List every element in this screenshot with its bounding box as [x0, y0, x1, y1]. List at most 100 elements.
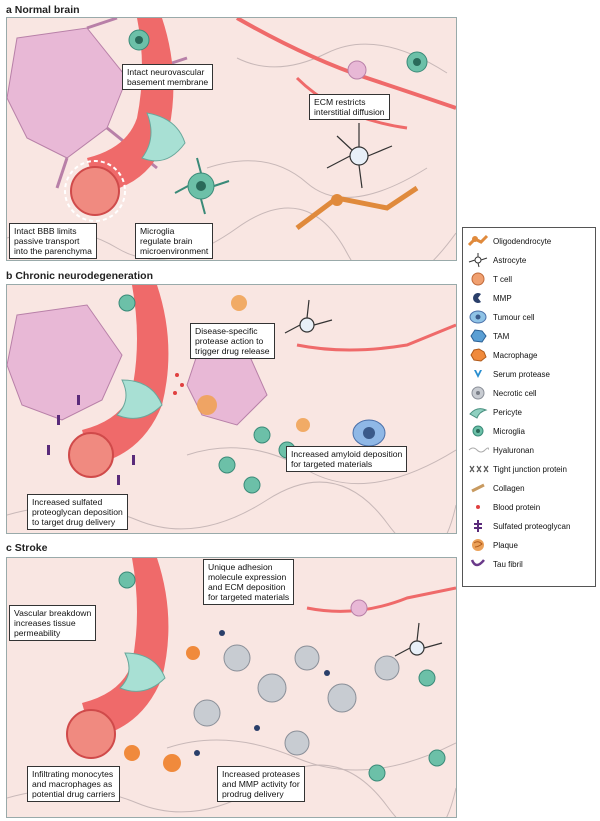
- mmp-1: [219, 630, 225, 636]
- plaque-3: [296, 418, 310, 432]
- tight-junction-icon: [469, 465, 489, 473]
- collagen-icon: [471, 483, 485, 493]
- macrophage-1: [124, 745, 140, 761]
- callout-intact-bbb: Intact BBB limits passive transport into…: [9, 223, 97, 259]
- blood-vessel: [82, 285, 169, 465]
- blood-protein-3: [173, 391, 177, 395]
- panel-b-title: b Chronic neurodegeneration: [6, 270, 154, 282]
- microglia-cell-2: [128, 29, 150, 51]
- legend-item-tight-junction: Tight junction protein: [467, 460, 567, 478]
- macrophage-2: [163, 754, 181, 772]
- plaque-2: [231, 295, 247, 311]
- callout-basement-membrane: Intact neurovascular basement membrane: [122, 64, 214, 90]
- pericyte-shape: [141, 112, 186, 162]
- callout-amyloid-deposition: Increased amyloid deposition for targete…: [286, 446, 408, 472]
- legend-item-tumour-cell: Tumour cell: [467, 308, 535, 326]
- microglia-b-6: [243, 476, 261, 494]
- panel-chronic-neurodegeneration: Disease-specific protease action to trig…: [6, 284, 457, 534]
- microglia-c-2: [418, 669, 436, 687]
- macrophage-icon: [470, 348, 487, 362]
- legend-item-oligodendrocyte: Oligodendrocyte: [467, 232, 551, 250]
- legend-box: Oligodendrocyte Astrocyte T cell MMP Tum…: [462, 227, 596, 587]
- mmp-4: [194, 750, 200, 756]
- callout-microglia-regulate: Microglia regulate brain microenvironmen…: [135, 223, 214, 259]
- legend-item-collagen: Collagen: [467, 479, 525, 497]
- panel-stroke: Unique adhesion molecule expression and …: [6, 557, 457, 818]
- callout-infiltrating-monocytes: Infiltrating monocytes and macrophages a…: [27, 766, 121, 802]
- legend-item-astrocyte: Astrocyte: [467, 251, 526, 269]
- small-neuron: [350, 599, 368, 617]
- necrotic-cell-3: [193, 699, 221, 727]
- proteoglycan-5: [47, 445, 50, 455]
- blood-protein-1: [175, 373, 179, 377]
- microglia-c-3: [368, 764, 386, 782]
- necrotic-cell-7: [374, 655, 400, 681]
- microglia-b-1: [118, 294, 136, 312]
- microglia-c-1: [118, 571, 136, 589]
- microglia-cell: [174, 157, 230, 215]
- proteoglycan-4: [117, 475, 120, 485]
- legend-item-sulfated-proteoglycan: Sulfated proteoglycan: [467, 517, 570, 535]
- panel-c-title: c Stroke: [6, 542, 48, 554]
- callout-sulfated-proteoglycan: Increased sulfated proteoglycan depositi…: [27, 494, 128, 530]
- callout-protease-action: Disease-specific protease action to trig…: [190, 323, 275, 359]
- callout-vascular-breakdown: Vascular breakdown increases tissue perm…: [9, 605, 97, 641]
- plaque-1: [197, 395, 217, 415]
- tau-fibril-icon: [470, 559, 485, 567]
- microglia-icon: [472, 425, 484, 437]
- callout-increased-proteases: Increased proteases and MMP activity for…: [217, 766, 305, 802]
- pericyte-icon: [469, 408, 488, 419]
- microglia-c-4: [428, 749, 446, 767]
- callout-ecm-diffusion: ECM restricts interstitial diffusion: [309, 94, 390, 120]
- proteoglycan-2: [77, 395, 80, 405]
- necrotic-cell-2: [257, 673, 287, 703]
- vessel-cross-section: [68, 432, 114, 478]
- vessel-cross-section: [70, 166, 120, 216]
- serum-protease-icon: [474, 370, 482, 378]
- panel-normal-brain: Intact neurovascular basement membrane E…: [6, 17, 457, 261]
- blood-protein-icon: [476, 505, 480, 509]
- legend-item-necrotic-cell: Necrotic cell: [467, 384, 537, 402]
- small-neuron: [347, 60, 367, 80]
- legend-item-blood-protein: Blood protein: [467, 498, 540, 516]
- mmp-2: [254, 725, 260, 731]
- tumour-cell-icon: [469, 310, 487, 324]
- neuron-cell: [7, 27, 128, 159]
- necrotic-cell-6: [284, 730, 310, 756]
- proteoglycan-1: [57, 415, 60, 425]
- microglia-cell-3: [406, 51, 428, 73]
- necrotic-cell-1: [223, 644, 251, 672]
- hyaluronan-icon: [468, 447, 489, 453]
- legend-item-tau-fibril: Tau fibril: [467, 555, 523, 573]
- neuron-cell: [7, 304, 123, 421]
- macrophage-3: [186, 646, 200, 660]
- astrocyte-cell: [284, 299, 333, 334]
- mmp-icon: [473, 293, 481, 303]
- legend-item-pericyte: Pericyte: [467, 403, 522, 421]
- tumour-like-cell: [352, 419, 386, 447]
- t-cell-icon: [471, 272, 485, 286]
- legend-item-macrophage: Macrophage: [467, 346, 537, 364]
- necrotic-cell-icon: [471, 386, 485, 400]
- mmp-3: [324, 670, 330, 676]
- panel-c-illustration: [7, 558, 456, 817]
- necrotic-cell-5: [327, 683, 357, 713]
- blood-protein-2: [180, 383, 184, 387]
- legend-item-microglia: Microglia: [467, 422, 525, 440]
- astrocyte-cell: [326, 123, 393, 189]
- astrocyte-cell: [394, 622, 443, 657]
- legend-item-serum-protease: Serum protease: [467, 365, 550, 383]
- tam-icon: [470, 329, 487, 343]
- legend-item-plaque: Plaque: [467, 536, 518, 554]
- sulfated-proteoglycan-icon: [474, 520, 482, 532]
- microglia-b-5: [218, 456, 236, 474]
- oligodendrocyte-icon: [467, 234, 489, 247]
- vessel-cross-section: [66, 709, 116, 759]
- necrotic-cell-4: [294, 645, 320, 671]
- blood-vessel: [82, 558, 169, 738]
- neuron-cell-2: [186, 349, 268, 426]
- microglia-b-2: [253, 426, 271, 444]
- panel-a-illustration: [7, 18, 456, 260]
- legend-item-mmp: MMP: [467, 289, 512, 307]
- legend-item-hyaluronan: Hyaluronan: [467, 441, 534, 459]
